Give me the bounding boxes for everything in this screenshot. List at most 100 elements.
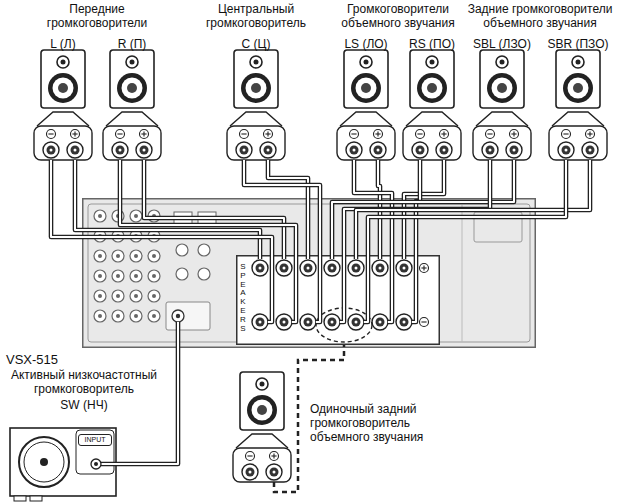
speaker-cabinet [480, 50, 524, 108]
antenna-terminal [174, 212, 192, 226]
terminal [482, 142, 498, 158]
tweeter [572, 56, 584, 68]
rca-jack [112, 230, 124, 242]
speaker-drawing [230, 372, 300, 482]
terminal [324, 314, 340, 330]
minus-sign [350, 130, 359, 139]
plus-sign [589, 131, 590, 136]
minus-sign [247, 455, 252, 456]
terminal [307, 321, 310, 324]
terminal [489, 149, 492, 152]
tweeter [576, 60, 581, 65]
minus-sign [487, 133, 492, 134]
cable-wire [164, 348, 178, 464]
terminal [243, 149, 246, 152]
rca-jack [152, 214, 156, 218]
woofer [241, 73, 271, 103]
receiver: VSX-515SPEAKERS [82, 198, 536, 348]
rca-jack [112, 270, 124, 282]
terminal [403, 321, 406, 324]
terminal [348, 314, 364, 330]
terminal-panel [237, 256, 440, 345]
rca-jack [116, 294, 120, 298]
tweeter [254, 60, 259, 65]
terminal [355, 267, 358, 270]
terminal [416, 146, 425, 155]
terminal [256, 264, 265, 273]
terminal [300, 314, 316, 330]
minus-sign [416, 130, 425, 139]
rca-jack [148, 230, 160, 242]
rca-jack [130, 270, 142, 282]
terminal [440, 146, 449, 155]
speaker: SBL (ЛЗО) [469, 34, 535, 160]
speaker-drawing [400, 50, 464, 160]
terminal [355, 321, 358, 324]
minus-sign [563, 133, 568, 134]
terminal [67, 142, 83, 158]
rca-jack [116, 214, 120, 218]
rca-jack [112, 210, 124, 222]
input-jack [94, 462, 98, 466]
subwoofer-foot [14, 496, 26, 501]
terminal [582, 142, 598, 158]
panel-divider [368, 285, 369, 305]
plus-sign [71, 130, 80, 139]
terminal [143, 149, 146, 152]
rca-jack [130, 250, 142, 262]
tweeter [496, 56, 508, 68]
terminal [324, 260, 340, 276]
rca-jack [152, 234, 156, 238]
terminal-block [549, 126, 607, 160]
rca-jack [94, 310, 106, 322]
terminal [252, 260, 268, 276]
terminal [252, 314, 268, 330]
woofer [497, 83, 507, 93]
terminal [283, 321, 286, 324]
minus-sign [486, 130, 495, 139]
terminal [589, 149, 592, 152]
terminal [270, 468, 279, 477]
rca-jack [134, 314, 138, 318]
rca-jack [116, 274, 120, 278]
speaker-cabinet [344, 50, 388, 108]
plus-sign [264, 130, 273, 139]
rca-jack [130, 230, 142, 242]
subwoofer-foot [30, 496, 42, 501]
terminal [348, 260, 364, 276]
device-label: SW (НЧ) [4, 398, 164, 412]
terminal [436, 142, 452, 158]
woofer [58, 83, 68, 93]
terminal [412, 142, 428, 158]
terminal-bracket [236, 434, 288, 448]
terminal [379, 321, 382, 324]
minus-sign [420, 318, 429, 327]
rca-jack [112, 310, 124, 322]
input-panel [76, 430, 114, 474]
terminal [352, 264, 361, 273]
rca-jack [94, 290, 106, 302]
subwoofer-driver [40, 458, 48, 466]
plus-sign [586, 130, 595, 139]
plus-sign [377, 131, 378, 136]
subwoofer-out-jack [172, 310, 184, 322]
plus-sign [267, 131, 268, 136]
tweeter [256, 378, 268, 390]
tweeter [260, 382, 265, 387]
speaker: C (Ц) [224, 34, 288, 160]
rca-jack [148, 270, 160, 282]
woofer [127, 83, 137, 93]
woofer [361, 83, 371, 93]
terminal [304, 318, 313, 327]
device-label: VSX-515 [6, 353, 58, 367]
terminal [259, 321, 262, 324]
terminal-panel-drawing [236, 255, 440, 345]
subwoofer-cable [176, 322, 181, 348]
terminal [304, 264, 313, 273]
rca-jack [98, 214, 102, 218]
tweeter [500, 60, 505, 65]
terminal [400, 318, 409, 327]
terminal-bracket [37, 112, 89, 126]
rca-jack [152, 274, 156, 278]
speaker-terminal-panel: SPEAKERS [236, 255, 440, 345]
